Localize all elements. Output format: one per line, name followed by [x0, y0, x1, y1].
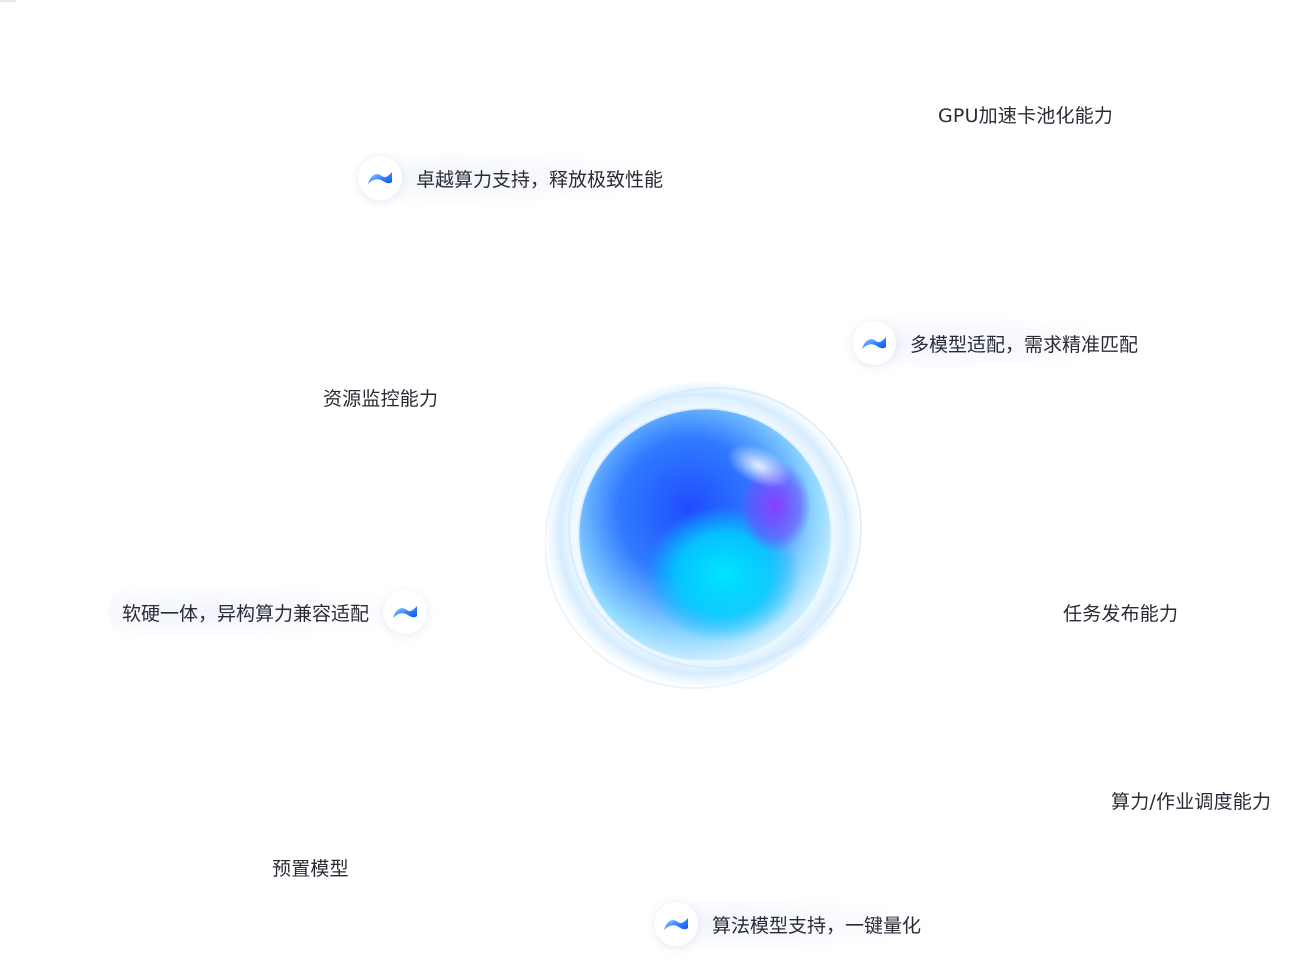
feature-right: 多模型适配，需求精准匹配 [852, 313, 1153, 373]
feature-bottom: 算法模型支持，一键量化 [654, 894, 936, 954]
feature-left-label: 软硬一体，异构算力兼容适配 [122, 602, 370, 625]
blue-flag-icon [358, 156, 402, 200]
blue-flag-icon [852, 321, 896, 365]
feature-bottom-label: 算法模型支持，一键量化 [712, 914, 922, 937]
capability-gpu-pool: GPU加速卡池化能力 [938, 105, 1114, 127]
feature-top-label: 卓越算力支持，释放极致性能 [416, 168, 664, 191]
feature-top: 卓越算力支持，释放极致性能 [358, 148, 678, 208]
feature-left: 软硬一体，异构算力兼容适配 [108, 582, 428, 642]
feature-right-label: 多模型适配，需求精准匹配 [910, 333, 1139, 356]
gradient-orb [545, 382, 862, 689]
capability-task-publish: 任务发布能力 [1063, 603, 1179, 625]
corner-mark [0, 0, 16, 2]
capability-scheduling: 算力/作业调度能力 [1111, 791, 1272, 813]
blue-flag-icon [383, 590, 428, 634]
capability-preset-model: 预置模型 [272, 858, 349, 880]
capability-resource-monitor: 资源监控能力 [323, 388, 439, 410]
blue-flag-icon [654, 902, 698, 946]
